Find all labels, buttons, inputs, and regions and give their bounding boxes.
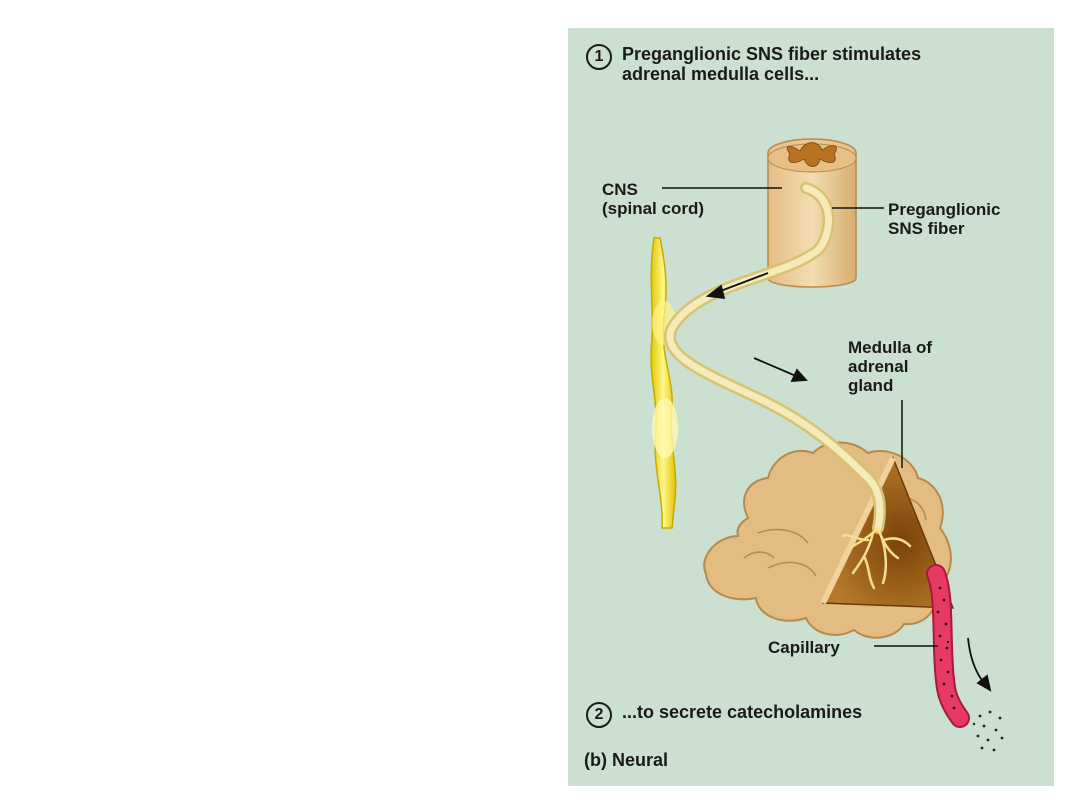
step-2-caption: 2 ...to secrete catecholamines — [586, 702, 862, 728]
medulla-label-line-1: Medulla of — [848, 338, 933, 357]
direction-arrows — [705, 272, 992, 692]
capillary — [926, 564, 970, 728]
step-2-number: 2 — [586, 702, 612, 728]
capillary-label-text: Capillary — [768, 638, 840, 657]
figure-caption: (b) Neural — [584, 750, 668, 770]
preganglionic-fiber-label: Preganglionic SNS fiber — [888, 200, 1000, 238]
spinal-cord — [767, 138, 857, 288]
step-1-line-1: Preganglionic SNS fiber stimulates — [622, 44, 922, 64]
figure-caption-text: (b) Neural — [584, 750, 669, 770]
sympathetic-chain — [650, 237, 678, 529]
cns-label-line-2: (spinal cord) — [602, 199, 705, 218]
capillary-label: Capillary — [768, 638, 840, 657]
fiber-label-line-2: SNS fiber — [888, 219, 965, 238]
catecholamine-dots — [972, 710, 1004, 752]
medulla-label-line-2: adrenal — [848, 357, 909, 376]
medulla-label-line-3: gland — [848, 376, 894, 395]
leader-lines — [662, 187, 938, 647]
adrenal-gland — [703, 441, 955, 639]
preganglionic-fiber — [664, 182, 912, 590]
medulla-label: Medulla of adrenal gland — [848, 338, 932, 395]
fiber-label-line-1: Preganglionic — [888, 200, 1001, 219]
step-1-line-2: adrenal medulla cells... — [622, 64, 820, 84]
step-2-text: ...to secrete catecholamines — [622, 702, 863, 722]
step-1-number: 1 — [586, 44, 612, 70]
adrenal-illustration — [650, 138, 1004, 752]
cns-label: CNS (spinal cord) — [602, 180, 704, 218]
cns-label-line-1: CNS — [602, 180, 638, 199]
